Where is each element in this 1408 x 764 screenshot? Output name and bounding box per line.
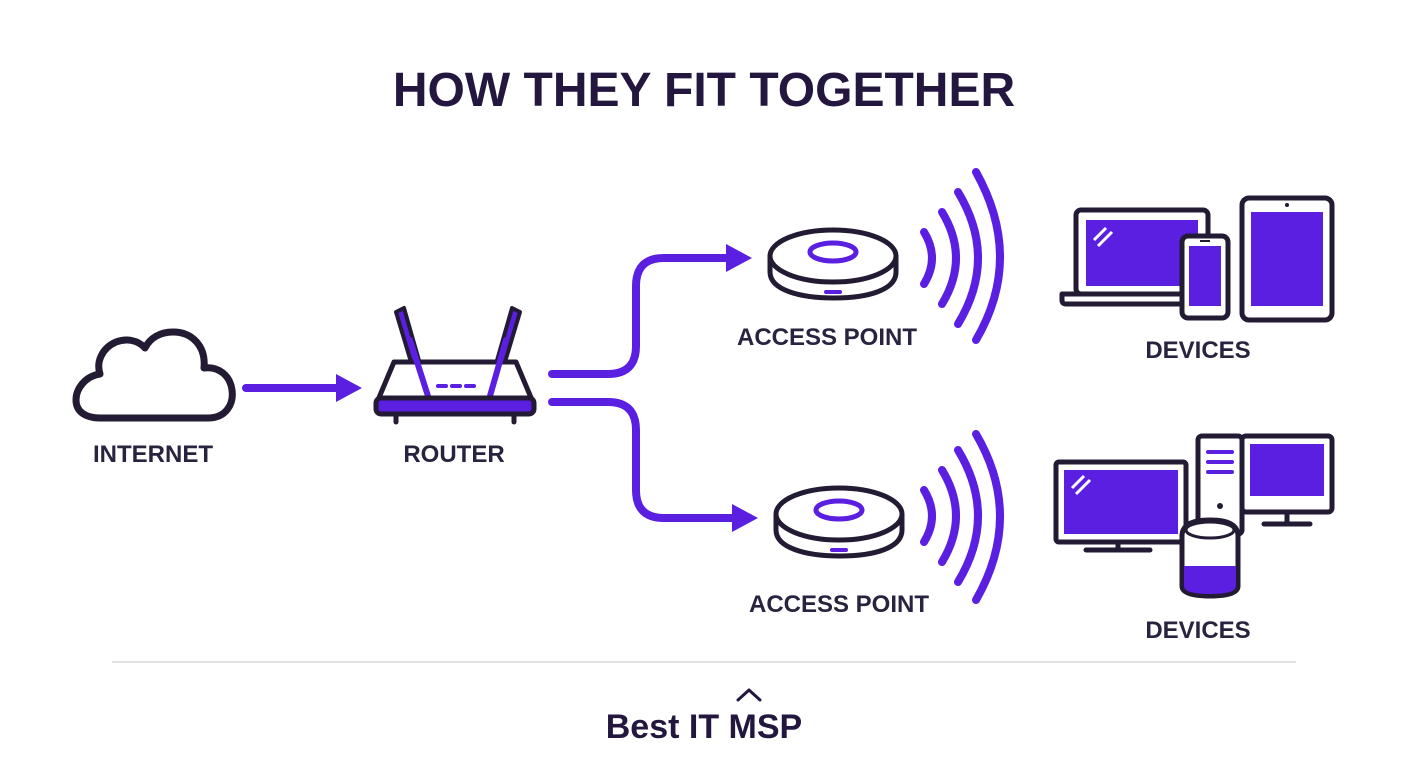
tv-icon bbox=[1053, 459, 1189, 553]
internet-label: INTERNET bbox=[93, 441, 213, 468]
access-point-icon bbox=[767, 227, 899, 301]
router-icon bbox=[373, 306, 537, 425]
connection-arrow-internet-router bbox=[242, 374, 362, 402]
tablet-icon bbox=[1239, 195, 1335, 323]
devices-bottom-label: DEVICES bbox=[1145, 617, 1250, 644]
wifi-signal-icon bbox=[920, 430, 1004, 604]
cloud-icon bbox=[72, 328, 236, 422]
page-title: HOW THEY FIT TOGETHER bbox=[393, 64, 1015, 117]
connection-arrow-router-ap-bottom bbox=[548, 398, 758, 532]
logo: Best IT MSP bbox=[606, 688, 802, 746]
brand-logo-text: Best IT MSP bbox=[606, 708, 802, 746]
access-point-bottom-label: ACCESS POINT bbox=[749, 591, 929, 618]
connection-arrow-router-ap-top bbox=[548, 244, 752, 378]
router-label: ROUTER bbox=[403, 441, 504, 468]
access-point-top-label: ACCESS POINT bbox=[737, 324, 917, 351]
access-point-icon bbox=[773, 485, 905, 559]
phone-icon bbox=[1179, 233, 1231, 321]
roof-icon bbox=[736, 688, 762, 702]
wifi-signal-icon bbox=[920, 168, 1004, 344]
devices-top-label: DEVICES bbox=[1145, 337, 1250, 364]
smart-speaker-icon bbox=[1179, 517, 1241, 599]
monitor-icon bbox=[1239, 433, 1335, 527]
